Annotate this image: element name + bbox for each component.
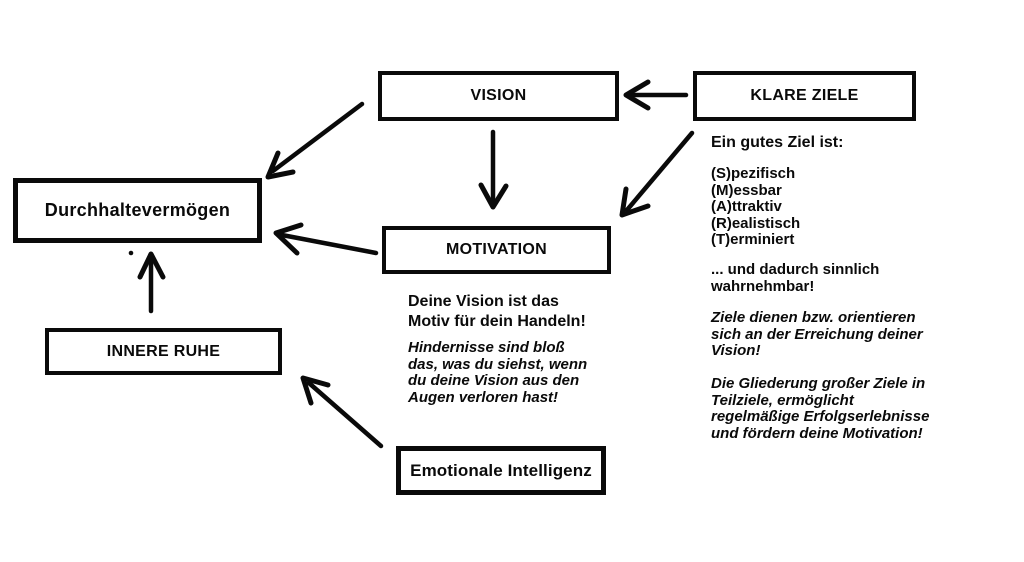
arrowhead-vision-to-motivation	[478, 182, 509, 210]
note-gutes-ziel-heading: Ein gutes Ziel ist:	[711, 134, 844, 151]
box-durchhaltevermoegen-label: Durchhaltevermögen	[44, 200, 231, 220]
arrowhead-klare-ziele-to-motivation	[619, 186, 651, 218]
box-klare-ziele-label: KLARE ZIELE	[750, 87, 859, 104]
note-vision-motiv: Deine Vision ist das Motiv für dein Hand…	[408, 293, 586, 330]
ink-dot	[128, 250, 134, 256]
arrowhead-innere-ruhe-to-durchhaltevermoegen	[137, 251, 166, 280]
box-innere-ruhe-label: INNERE RUHE	[106, 342, 221, 360]
arrow-emotionale-intelligenz-to-innere-ruhe	[306, 380, 384, 449]
arrow-vision-to-durchhaltevermoegen	[270, 101, 365, 174]
arrowhead-emotionale-intelligenz-to-innere-ruhe	[300, 375, 331, 406]
box-emotionale-intelligenz-label: Emotionale Intelligenz	[410, 460, 592, 480]
arrowhead-motivation-to-durchhaltevermoegen	[273, 222, 304, 256]
arrow-klare-ziele-to-motivation	[624, 130, 695, 213]
arrowhead-vision-to-durchhaltevermoegen	[265, 150, 296, 180]
box-klare-ziele: KLARE ZIELE	[693, 71, 916, 121]
note-sinnlich-wahrnehmbar: ... und dadurch sinnlich wahrnehmbar!	[711, 261, 880, 295]
note-gliederung-teilziele: Die Gliederung großer Ziele in Teilziele…	[711, 375, 930, 442]
box-emotionale-intelligenz: Emotionale Intelligenz	[396, 446, 606, 495]
arrowhead-klare-ziele-to-vision	[623, 79, 651, 111]
box-vision: VISION	[378, 71, 619, 121]
box-vision-label: VISION	[470, 87, 527, 104]
note-smart-list: (S)pezifisch (M)essbar (A)ttraktiv (R)ea…	[711, 165, 801, 248]
note-ziele-dienen: Ziele dienen bzw. orientieren sich an de…	[711, 309, 923, 359]
arrow-motivation-to-durchhaltevermoegen	[279, 232, 379, 256]
box-innere-ruhe: INNERE RUHE	[45, 328, 282, 375]
box-durchhaltevermoegen: Durchhaltevermögen	[13, 178, 262, 243]
note-hindernisse: Hindernisse sind bloß das, was du siehst…	[408, 339, 588, 406]
box-motivation-label: MOTIVATION	[445, 241, 548, 258]
box-motivation: MOTIVATION	[382, 226, 611, 274]
